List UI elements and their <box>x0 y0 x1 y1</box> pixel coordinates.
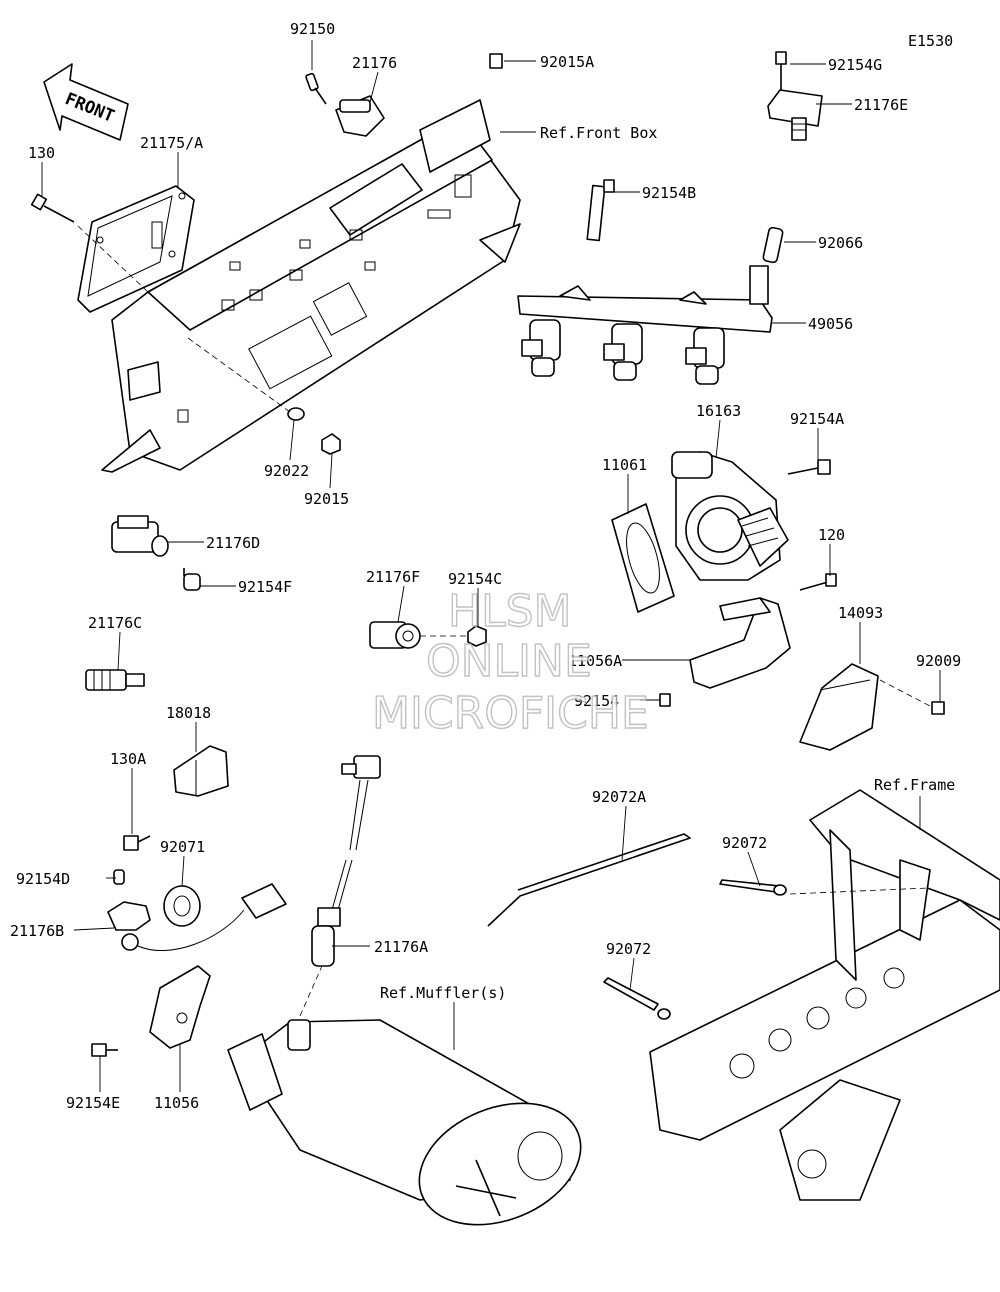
bracket-11056a <box>659 597 791 707</box>
cable-tie-92072-upper <box>719 879 787 896</box>
front-arrow-icon: FRONT <box>43 63 129 141</box>
cover-14093 <box>799 663 945 751</box>
label-11061: 11061 <box>602 456 647 474</box>
washer-92022 <box>187 337 305 421</box>
grommet-92071 <box>163 885 201 927</box>
watermark-line-3: MICROFICHE <box>372 688 649 739</box>
label-92072a: 92072A <box>592 788 646 806</box>
injector-3 <box>685 327 725 385</box>
nut-92015 <box>321 433 341 455</box>
sensor-21176f <box>369 621 487 649</box>
part-labels: 92150 21176 92015A Ref.Front Box 130 211… <box>10 20 961 1112</box>
label-92022: 92022 <box>264 462 309 480</box>
bolt-130 <box>30 193 149 293</box>
bolt-120 <box>799 573 837 591</box>
screw-92154f <box>183 568 201 591</box>
label-11056: 11056 <box>154 1094 199 1112</box>
label-92072-lower: 92072 <box>606 940 651 958</box>
label-21176: 21176 <box>352 54 397 72</box>
sensor-21176d <box>111 515 169 557</box>
label-92072-upper: 92072 <box>722 834 767 852</box>
sensor-21176e <box>767 51 823 141</box>
fuel-rail-49056 <box>517 179 784 385</box>
label-21176f: 21176F <box>366 568 420 586</box>
label-92066: 92066 <box>818 234 863 252</box>
frame <box>649 789 1000 1201</box>
label-92150: 92150 <box>290 20 335 38</box>
label-11056a: 11056A <box>568 652 622 670</box>
bracket-18018 <box>173 745 229 797</box>
cable-tie-92072-lower <box>603 977 671 1020</box>
label-92154a: 92154A <box>790 410 844 428</box>
label-92009: 92009 <box>916 652 961 670</box>
label-92154g: 92154G <box>828 56 882 74</box>
label-ref-front-box: Ref.Front Box <box>540 124 657 142</box>
label-92154c: 92154C <box>448 570 502 588</box>
throttle-body-16163 <box>671 451 789 581</box>
label-49056: 49056 <box>808 315 853 333</box>
oxygen-sensor-21176a <box>311 755 381 967</box>
injector-2 <box>603 323 643 381</box>
label-ref-muffler: Ref.Muffler(s) <box>380 984 506 1002</box>
watermark-line-2: ONLINE <box>426 636 592 687</box>
label-120: 120 <box>818 526 845 544</box>
label-92154b: 92154B <box>642 184 696 202</box>
label-21176b: 21176B <box>10 922 64 940</box>
injector-1 <box>521 319 561 377</box>
label-14093: 14093 <box>838 604 883 622</box>
leader-lines <box>41 40 941 1092</box>
label-ref-frame: Ref.Frame <box>874 776 955 794</box>
cable-tie-92072a <box>487 833 691 927</box>
watermark: HLSM ONLINE MICROFICHE <box>371 585 649 739</box>
label-92015: 92015 <box>304 490 349 508</box>
watermark-line-1: HLSM <box>448 586 572 637</box>
label-21176d: 21176D <box>206 534 260 552</box>
sensor-21176 <box>305 72 385 137</box>
ecu-21175a <box>77 185 195 313</box>
label-92154e: 92154E <box>66 1094 120 1112</box>
diagram-code: E1530 <box>908 32 953 50</box>
bracket-11056 <box>91 965 211 1057</box>
bolt-130a <box>123 835 151 851</box>
muffler <box>227 965 582 1226</box>
sensor-21176b <box>107 869 287 951</box>
gasket-11061 <box>611 503 675 613</box>
front-box <box>101 99 521 473</box>
label-92154f: 92154F <box>238 578 292 596</box>
label-130a: 130A <box>110 750 146 768</box>
label-130: 130 <box>28 144 55 162</box>
screw-92154a <box>787 459 831 475</box>
sensor-21176c <box>85 669 145 691</box>
label-18018: 18018 <box>166 704 211 722</box>
nut-92015a <box>489 53 503 69</box>
label-21175a: 21175/A <box>140 134 203 152</box>
label-92071: 92071 <box>160 838 205 856</box>
label-21176c: 21176C <box>88 614 142 632</box>
label-21176a: 21176A <box>374 938 428 956</box>
label-21176e: 21176E <box>854 96 908 114</box>
label-16163: 16163 <box>696 402 741 420</box>
label-92154d: 92154D <box>16 870 70 888</box>
label-92015a: 92015A <box>540 53 594 71</box>
label-92154: 92154 <box>574 692 619 710</box>
